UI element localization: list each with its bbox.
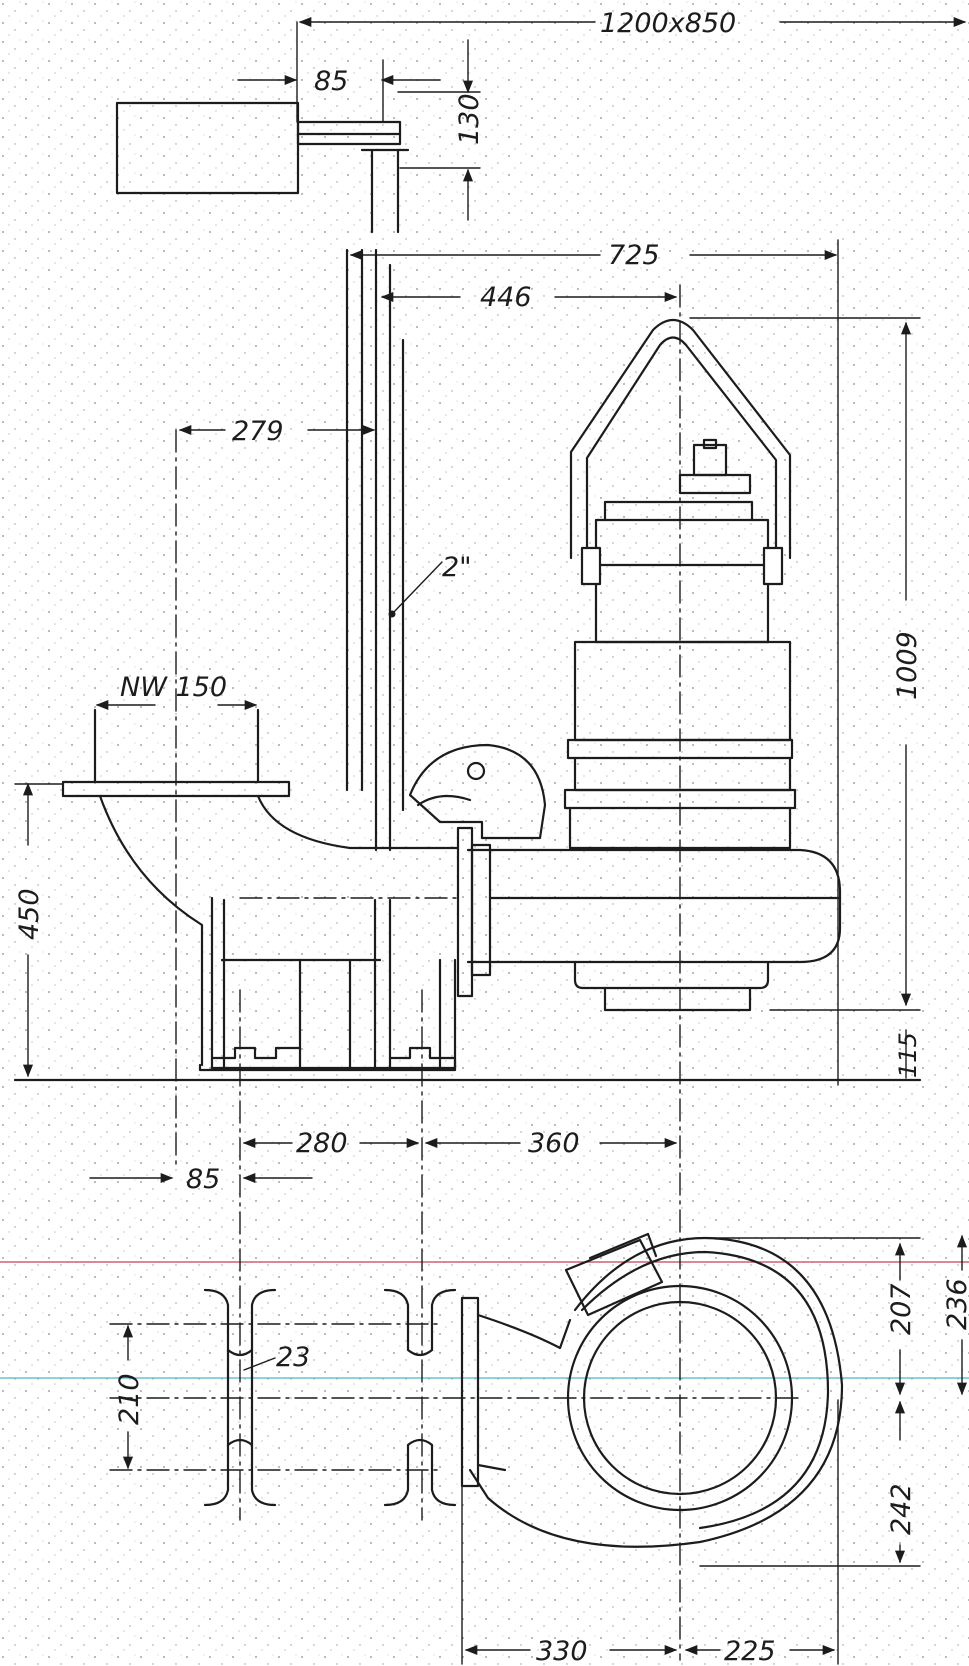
label-overall-width: 725 <box>608 240 660 271</box>
label-total-depth: 236 <box>942 1278 969 1330</box>
label-guide-to-center: 446 <box>480 282 532 313</box>
label-outlet-offset: 85 <box>186 1164 220 1195</box>
plan-rails <box>203 1288 457 1507</box>
label-top-offset: 85 <box>314 66 348 97</box>
label-base-right: 225 <box>724 1636 776 1666</box>
label-base-clearance: 115 <box>894 1032 922 1078</box>
label-outlet-height: 450 <box>14 888 45 940</box>
label-upper-radius: 207 <box>886 1283 917 1335</box>
outlet-elbow <box>61 708 460 1072</box>
dimension-labels: 1200x850 85 130 725 446 279 2" NW 150 45… <box>14 8 969 1666</box>
label-overall-height: 1009 <box>892 631 923 700</box>
label-pit-size: 1200x850 <box>600 8 736 39</box>
label-base-left: 330 <box>536 1636 588 1666</box>
label-pipe-size: 2" <box>442 552 472 583</box>
center-lines <box>109 284 801 1661</box>
label-foot-depth: 210 <box>114 1373 145 1425</box>
pump-body <box>408 318 842 1012</box>
concrete-slab <box>115 101 410 234</box>
dimension-lines <box>14 16 968 1665</box>
label-top-height: 130 <box>454 93 485 145</box>
label-foot-to-center: 360 <box>528 1128 580 1159</box>
label-lower-radius: 242 <box>886 1483 917 1535</box>
guide-pipe <box>345 248 405 852</box>
label-outlet-nominal: NW 150 <box>120 672 227 703</box>
label-foot-spacing: 280 <box>296 1128 348 1159</box>
plan-view <box>203 1232 844 1548</box>
label-rail-width: 23 <box>276 1342 310 1373</box>
label-pipe-offset: 279 <box>232 416 284 447</box>
